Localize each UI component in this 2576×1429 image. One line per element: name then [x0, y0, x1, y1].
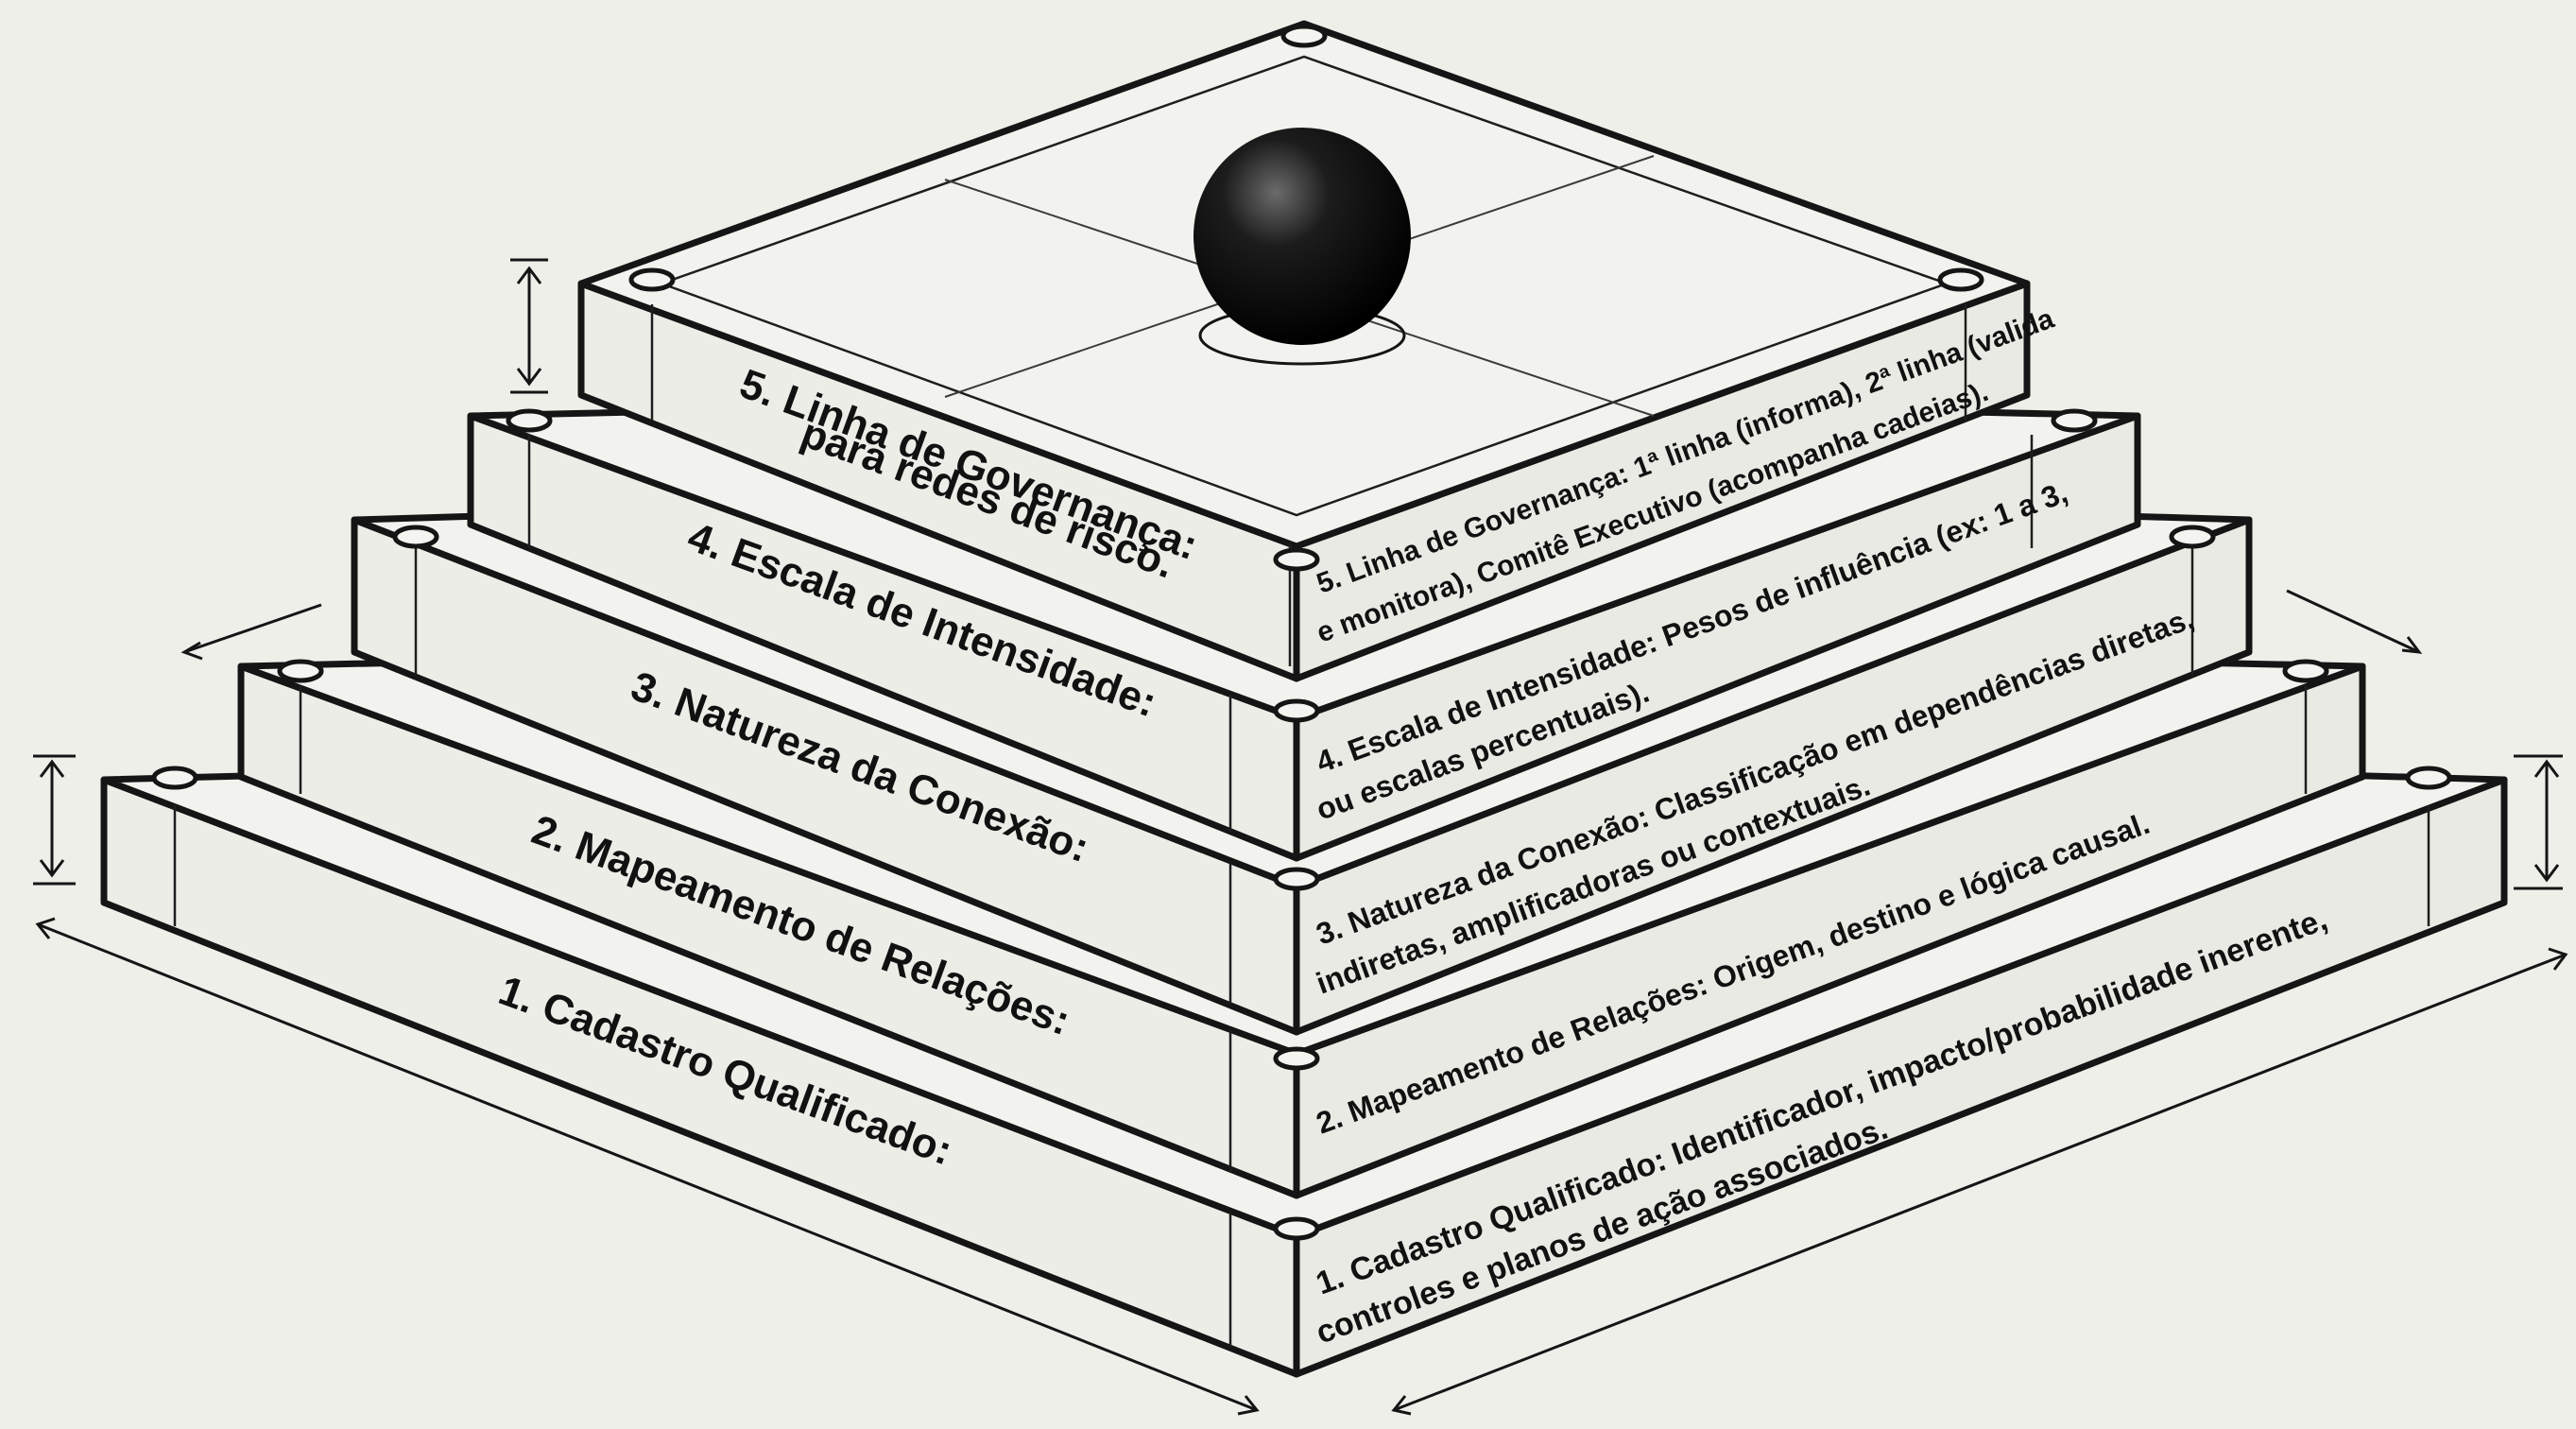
bolt-icon	[1276, 1049, 1317, 1068]
arrowhead-icon	[184, 643, 202, 659]
bolt-icon	[395, 527, 437, 546]
bolt-icon	[2408, 768, 2449, 787]
bolt-icon	[508, 411, 550, 430]
bolt-icon	[1283, 26, 1325, 45]
bolt-icon	[2053, 411, 2095, 430]
dimension-arrow	[184, 605, 321, 652]
bolt-icon	[1940, 270, 1982, 289]
dimension-arrow	[2287, 591, 2419, 652]
bolt-icon	[2285, 662, 2327, 680]
bolt-icon	[154, 768, 196, 787]
bolt-icon	[1276, 869, 1317, 888]
bolt-icon	[1276, 1219, 1317, 1238]
bolt-icon	[2172, 527, 2213, 546]
sphere-ball	[1194, 128, 1411, 345]
bolt-icon	[280, 662, 321, 680]
bolt-icon	[1276, 550, 1317, 569]
bolt-icon	[1276, 701, 1317, 720]
bolt-icon	[631, 270, 673, 289]
